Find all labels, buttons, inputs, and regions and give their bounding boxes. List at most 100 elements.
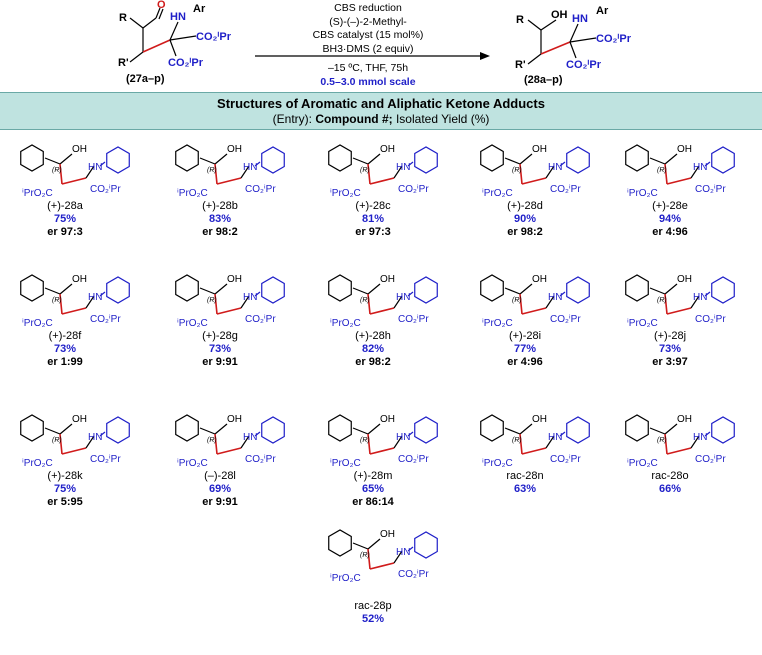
compound-er: er 98:2 <box>355 356 391 368</box>
compound-label: (+)-28c <box>355 200 391 212</box>
compound-er: er 1:99 <box>47 356 83 368</box>
svg-text:R: R <box>119 12 127 24</box>
svg-text:Ar: Ar <box>596 5 609 17</box>
amine-label: HN <box>396 547 410 558</box>
amine-label: HN <box>396 292 410 303</box>
stereo-label: (R) <box>360 167 370 174</box>
ester-label: CO₂ⁱPr <box>398 184 429 195</box>
stereo-label: (R) <box>360 552 370 559</box>
stereo-label: (R) <box>657 437 667 444</box>
compound-label: (+)-28e <box>652 200 688 212</box>
compound-yield: 77% <box>513 343 537 355</box>
ester-label: CO₂ⁱPr <box>90 314 121 325</box>
hydroxyl-label: OH <box>227 274 242 285</box>
compound-yield: 90% <box>513 213 537 225</box>
stereo-label: (R) <box>512 437 522 444</box>
svg-text:R': R' <box>118 57 129 69</box>
compound-label: (+)-28i <box>508 330 542 342</box>
compound-label: (+)-28g <box>202 330 238 342</box>
ester-label: ⁱPrO₂C <box>22 458 53 469</box>
amine-label: HN <box>548 162 562 173</box>
svg-text:O: O <box>157 0 166 11</box>
amine-label: HN <box>88 292 102 303</box>
compound-er: er 5:95 <box>47 496 83 508</box>
ester-label: CO₂ⁱPr <box>550 184 581 195</box>
ester-label: ⁱPrO₂C <box>627 458 658 469</box>
svg-text:CO₂ⁱPr: CO₂ⁱPr <box>596 32 632 45</box>
condition-line: CBS catalyst (15 mol%) <box>312 29 424 41</box>
ester-label: CO₂ⁱPr <box>245 314 276 325</box>
stereo-label: (R) <box>657 297 667 304</box>
reaction-conditions: CBS reduction (S)-(–)-2-Methyl- CBS cata… <box>248 2 488 89</box>
condition-line: CBS reduction <box>334 2 402 14</box>
hydroxyl-label: OH <box>380 529 395 540</box>
ester-label: ⁱPrO₂C <box>482 188 513 199</box>
amine-label: HN <box>693 292 707 303</box>
hydroxyl-label: OH <box>380 274 395 285</box>
svg-text:R': R' <box>515 59 526 71</box>
compound-er: er 86:14 <box>352 496 394 508</box>
compound-label: (+)-28k <box>47 470 83 482</box>
hydroxyl-label: OH <box>532 274 547 285</box>
subtitle-suffix: Isolated Yield (%) <box>392 112 490 126</box>
amine-label: HN <box>548 292 562 303</box>
compound-er: er 97:3 <box>355 226 391 238</box>
hydroxyl-label: OH <box>532 144 547 155</box>
ester-label: ⁱPrO₂C <box>22 318 53 329</box>
ester-label: ⁱPrO₂C <box>330 188 361 199</box>
compound-yield: 75% <box>53 483 77 495</box>
ester-label: CO₂ⁱPr <box>398 454 429 465</box>
ester-label: ⁱPrO₂C <box>330 573 361 584</box>
compound-label: (+)-28f <box>48 330 82 342</box>
amine-label: HN <box>396 162 410 173</box>
subtitle-prefix: (Entry): <box>272 112 316 126</box>
compound-yield: 65% <box>361 483 385 495</box>
banner-subtitle: (Entry): Compound #; Isolated Yield (%) <box>0 112 762 126</box>
svg-text:HN: HN <box>572 13 588 25</box>
ester-label: ⁱPrO₂C <box>627 318 658 329</box>
svg-text:R: R <box>516 14 524 26</box>
stereo-label: (R) <box>52 167 62 174</box>
ester-label: CO₂ⁱPr <box>695 454 726 465</box>
stereo-label: (R) <box>52 297 62 304</box>
stereo-label: (R) <box>52 437 62 444</box>
stereo-label: (R) <box>512 167 522 174</box>
amine-label: HN <box>693 162 707 173</box>
compound-yield: 52% <box>361 613 385 625</box>
hydroxyl-label: OH <box>72 144 87 155</box>
compound-label: rac-28o <box>651 470 689 482</box>
amine-label: HN <box>243 162 257 173</box>
amine-label: HN <box>88 432 102 443</box>
ester-label: ⁱPrO₂C <box>177 458 208 469</box>
ester-label: CO₂ⁱPr <box>398 314 429 325</box>
compound-er: er 4:96 <box>507 356 543 368</box>
stereo-label: (R) <box>657 167 667 174</box>
hydroxyl-label: OH <box>532 414 547 425</box>
compound-er: er 9:91 <box>202 496 238 508</box>
compound-yield: 73% <box>53 343 77 355</box>
amine-label: HN <box>693 432 707 443</box>
ester-label: CO₂ⁱPr <box>695 314 726 325</box>
amine-label: HN <box>243 292 257 303</box>
compound-yield: 81% <box>361 213 385 225</box>
compound-label: (+)-28a <box>47 200 83 212</box>
compound-yield: 73% <box>208 343 232 355</box>
amine-label: HN <box>548 432 562 443</box>
